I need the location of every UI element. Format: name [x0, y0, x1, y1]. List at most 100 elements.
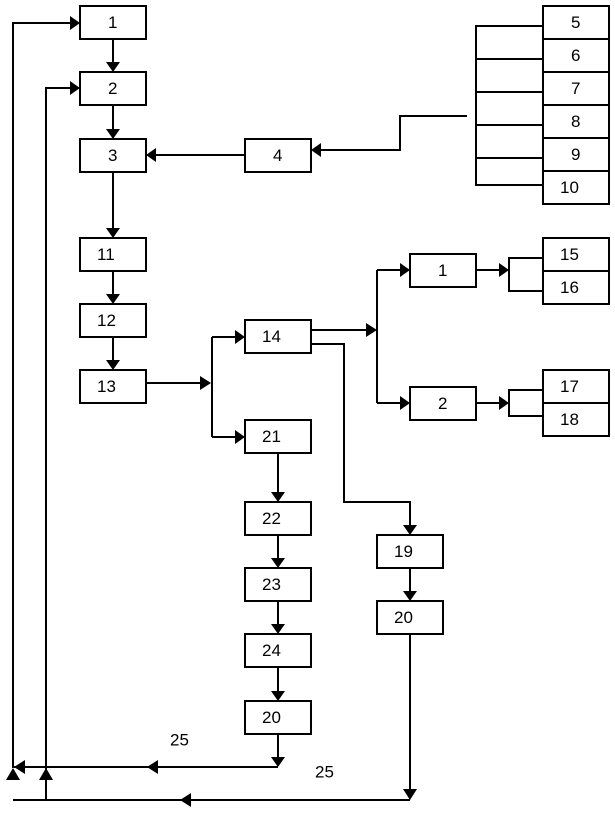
node-n8: 8: [542, 104, 610, 139]
node-n6: 6: [542, 38, 610, 73]
arrowhead: [400, 263, 410, 277]
node-n12: 12: [79, 303, 147, 338]
node-n20l: 20: [244, 700, 312, 735]
arrowhead: [14, 760, 25, 774]
node-box: [542, 71, 610, 106]
arrowhead: [180, 793, 191, 807]
node-box: [542, 402, 610, 437]
node-label: 4: [273, 146, 282, 165]
node-label: 23: [262, 575, 281, 594]
node-label: 15: [560, 245, 579, 264]
arrowhead: [271, 558, 285, 568]
node-n20r: 20: [376, 600, 444, 635]
node-label: 1: [438, 261, 447, 280]
arrowhead: [499, 396, 509, 410]
node-n15: 15: [542, 237, 610, 272]
node-label: 2: [108, 79, 117, 98]
node-n19: 19: [376, 534, 444, 569]
node-label: 5: [571, 13, 580, 32]
arrowhead: [366, 323, 377, 337]
node-nb1: 1: [409, 253, 477, 288]
arrowhead: [70, 16, 80, 30]
node-box: [376, 600, 444, 635]
node-box: [244, 138, 312, 173]
arrowhead: [403, 789, 417, 800]
node-label: 20: [262, 708, 281, 727]
node-n3: 3: [79, 138, 147, 173]
node-n16: 16: [542, 270, 610, 305]
edge-label-25-right: 25: [315, 763, 334, 782]
edge-label-25-left: 25: [170, 731, 189, 750]
arrowhead: [235, 330, 245, 344]
node-box: [244, 319, 312, 354]
arrowhead: [400, 396, 410, 410]
arrowhead: [146, 148, 156, 162]
node-label: 12: [97, 311, 116, 330]
arrowhead: [106, 228, 120, 238]
node-label: 11: [97, 245, 115, 264]
node-label: 20: [394, 608, 413, 627]
node-label: 2: [438, 394, 447, 413]
edge-group-4: [321, 115, 467, 151]
node-box: [79, 138, 147, 173]
node-n13: 13: [79, 369, 147, 404]
arrowhead: [311, 143, 321, 157]
arrowhead: [106, 129, 120, 139]
split-14-21: [211, 336, 235, 438]
node-box: [409, 386, 477, 421]
node-label: 9: [571, 145, 580, 164]
arrowhead: [147, 760, 158, 774]
node-n11: 11: [79, 237, 147, 272]
arrowhead: [6, 768, 20, 780]
node-label: 22: [262, 509, 281, 528]
arrowhead: [271, 691, 285, 701]
arrowhead: [403, 525, 417, 535]
node-box: [542, 104, 610, 139]
node-label: 24: [262, 641, 281, 660]
feedback-20r-2: [13, 87, 410, 801]
arrowhead: [499, 263, 509, 277]
node-box: [244, 567, 312, 602]
node-box: [79, 237, 147, 272]
bracket-17-18: [508, 389, 543, 417]
arrowhead: [271, 492, 285, 502]
node-box: [244, 700, 312, 735]
node-label: 8: [571, 112, 580, 131]
node-n24: 24: [244, 633, 312, 668]
node-label: 21: [262, 427, 281, 446]
node-box: [244, 633, 312, 668]
node-box: [79, 303, 147, 338]
arrowhead: [403, 591, 417, 601]
feedback-20-1: [12, 22, 278, 768]
split-b1-b2: [376, 269, 400, 404]
bracket-15-16: [508, 257, 543, 292]
node-box: [79, 5, 147, 40]
arrowhead: [39, 768, 53, 780]
node-label: 6: [571, 46, 580, 65]
arrowhead: [235, 430, 245, 444]
node-n5: 5: [542, 5, 610, 40]
node-box: [409, 253, 477, 288]
arrowhead: [271, 624, 285, 634]
node-label: 7: [571, 79, 580, 98]
arrowhead: [200, 376, 211, 390]
node-box: [542, 5, 610, 40]
arrowhead: [106, 360, 120, 370]
node-box: [244, 501, 312, 536]
node-box: [542, 270, 610, 305]
node-n1: 1: [79, 5, 147, 40]
node-label: 19: [394, 542, 413, 561]
node-box: [244, 419, 312, 454]
arrowhead: [106, 294, 120, 304]
node-n14: 14: [244, 319, 312, 354]
node-box: [542, 170, 610, 205]
arrowhead: [70, 81, 80, 95]
node-label: 1: [108, 13, 117, 32]
node-n10: 10: [542, 170, 610, 205]
node-label: 16: [560, 278, 579, 297]
node-label: 14: [262, 327, 281, 346]
arrowhead: [271, 757, 285, 767]
node-label: 18: [560, 410, 579, 429]
